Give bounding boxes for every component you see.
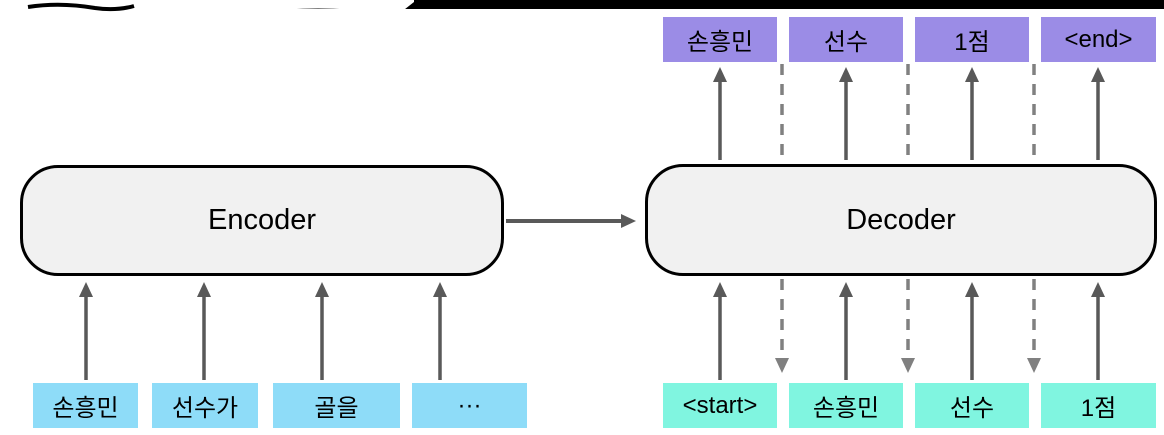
decoder-input-token: 1점 bbox=[1041, 383, 1156, 428]
pen-squiggle bbox=[27, 2, 135, 12]
output-token: 선수 bbox=[789, 17, 903, 62]
decoder-input-token: 손흥민 bbox=[789, 383, 903, 428]
encoder-input-token: 골을 bbox=[273, 383, 400, 428]
encoder-input-token: ··· bbox=[412, 383, 527, 428]
output-token: <end> bbox=[1041, 17, 1156, 62]
decoder-input-arrows bbox=[713, 282, 1105, 380]
encoder-input-token: 손흥민 bbox=[33, 383, 138, 428]
encoder-input-token: 선수가 bbox=[152, 383, 258, 428]
output-token: 1점 bbox=[915, 17, 1029, 62]
decoder-output-arrows bbox=[713, 67, 1105, 160]
top-banner-artifact bbox=[0, 0, 1164, 22]
output-token: 손흥민 bbox=[663, 17, 777, 62]
decoder-input-token: 선수 bbox=[915, 383, 1029, 428]
encoder-input-arrows bbox=[79, 282, 447, 380]
decoder-input-token: <start> bbox=[663, 383, 777, 428]
decoder-block: Decoder bbox=[645, 164, 1157, 276]
feedback-dashed-lines bbox=[775, 64, 1041, 373]
encoder-block: Encoder bbox=[20, 165, 504, 276]
